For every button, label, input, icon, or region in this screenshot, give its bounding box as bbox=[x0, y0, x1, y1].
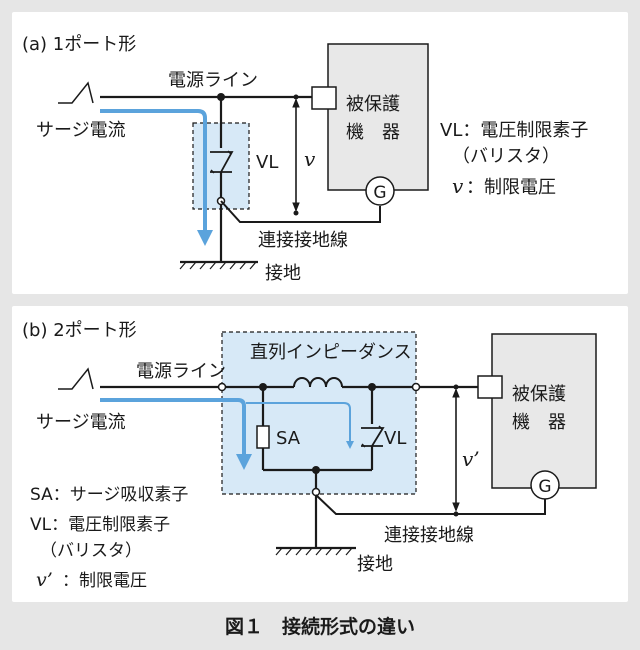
panel-a-generator-icon bbox=[365, 176, 395, 206]
panel-b-vl-label: VL bbox=[384, 428, 406, 449]
panel-a-surge-current-arrow bbox=[100, 109, 213, 246]
panel-a-surge-waveform-icon bbox=[58, 81, 94, 104]
panel-a-voltage-label: v bbox=[304, 147, 316, 171]
panel-b-ground-label: 接地 bbox=[357, 554, 393, 575]
panel-b-label: (b) 2ポート形 bbox=[22, 320, 137, 341]
panel-b-residual-current-arrow bbox=[246, 402, 354, 449]
panel-a-power-line-label: 電源ライン bbox=[168, 70, 258, 91]
panel-b-voltage-dot-bottom bbox=[453, 511, 459, 517]
panel-a-device-port bbox=[311, 86, 337, 110]
panel-b-terminal-in bbox=[217, 382, 227, 392]
panel-a-device-label-2: 機 器 bbox=[346, 122, 400, 143]
panel-a-generator-label: G bbox=[373, 183, 386, 203]
panel-a-legend-v-text: ：制限電圧 bbox=[466, 177, 556, 198]
panel-a-surge-current-label: サージ電流 bbox=[36, 120, 126, 141]
panel-a-legend-vl: VL：電圧制限素子 bbox=[440, 120, 588, 141]
panel-a bbox=[12, 12, 628, 294]
panel-b-legend-vl: VL：電圧制限素子 bbox=[30, 515, 170, 535]
panel-b-protector-box bbox=[221, 331, 417, 495]
panel-a-voltage-dot-bottom bbox=[293, 210, 299, 216]
panel-a-device-label-1: 被保護 bbox=[346, 94, 400, 115]
panel-b-voltage-label: v’ bbox=[462, 447, 480, 471]
panel-b-generator-label: G bbox=[538, 477, 551, 497]
figure-caption: 図１ 接続形式の違い bbox=[225, 615, 415, 638]
panel-b-legend-v-symbol: v’ bbox=[36, 569, 53, 591]
panel-a-protected-device bbox=[327, 43, 429, 191]
panel-b-bonding-wire bbox=[315, 494, 546, 515]
panel-a-label: (a) 1ポート形 bbox=[22, 34, 136, 55]
panel-b-ground-hatch bbox=[275, 547, 353, 556]
panel-b-terminal-out bbox=[411, 382, 421, 392]
panel-b-surge-current-label: サージ電流 bbox=[36, 412, 126, 433]
panel-a-voltage-dot-top bbox=[293, 94, 299, 100]
panel-a-varistor-ends bbox=[210, 150, 232, 174]
panel-b-legend-vl-sub: （バリスタ） bbox=[40, 541, 142, 561]
panel-a-bonding-wire-label: 連接接地線 bbox=[258, 230, 348, 251]
panel-a-legend-v-symbol: v bbox=[452, 174, 464, 198]
panel-a-ground-hatch bbox=[179, 261, 257, 270]
panel-a-legend-vl-sub: （バリスタ） bbox=[452, 146, 560, 167]
panel-b-varistor-ends bbox=[361, 425, 383, 448]
panel-b-protected-device bbox=[491, 333, 597, 489]
panel-b-legend-sa: SA：サージ吸収素子 bbox=[30, 485, 188, 505]
panel-a-ground-label: 接地 bbox=[265, 263, 301, 284]
panel-a-vl-label: VL bbox=[256, 152, 278, 173]
panel-b-inductor-symbol bbox=[293, 377, 343, 388]
panel-b-bonding-wire-label: 連接接地線 bbox=[384, 525, 474, 546]
panel-b-power-line-label: 電源ライン bbox=[136, 361, 226, 382]
panel-b-series-impedance-label: 直列インピーダンス bbox=[250, 342, 412, 363]
panel-b-device-label-1: 被保護 bbox=[512, 384, 566, 405]
panel-b-surge-current-arrow bbox=[100, 398, 252, 470]
panel-b-device-port bbox=[477, 375, 503, 399]
panel-b-sa-symbol bbox=[256, 425, 270, 449]
panel-a-bonding-wire bbox=[220, 200, 381, 223]
panel-b-terminal-ground bbox=[311, 487, 321, 497]
panel-b-surge-waveform-icon bbox=[58, 367, 94, 390]
panel-b-voltage-dot-top bbox=[453, 384, 459, 390]
panel-b-device-label-2: 機 器 bbox=[512, 412, 566, 433]
panel-b-sa-label: SA bbox=[276, 428, 301, 449]
panel-b-generator-icon bbox=[530, 470, 560, 500]
panel-b-legend-v-text: ：制限電圧 bbox=[62, 571, 147, 591]
